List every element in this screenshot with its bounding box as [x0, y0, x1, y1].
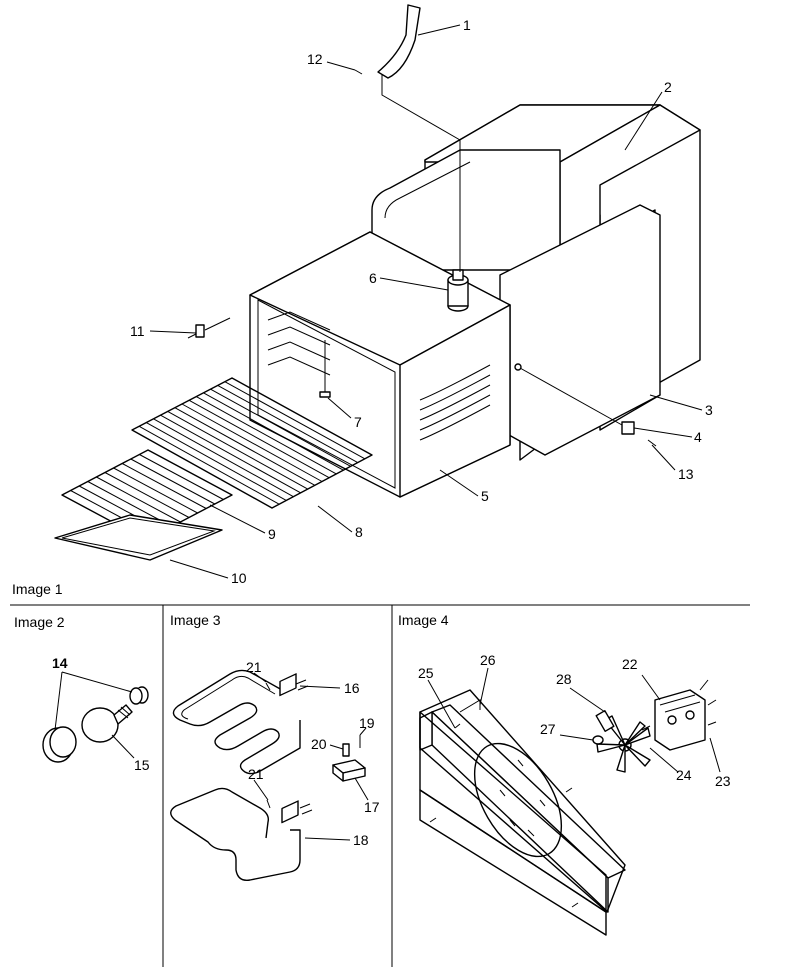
callout-10: 10 — [231, 570, 247, 586]
callout-21-upper: 21 — [246, 659, 262, 675]
callout-13: 13 — [678, 466, 694, 482]
callout-25: 25 — [418, 665, 434, 681]
callout-9: 9 — [268, 526, 276, 542]
image-1-oven-cavity — [54, 4, 701, 561]
callout-16: 16 — [344, 680, 360, 696]
image-1-leader-lines — [149, 24, 703, 579]
image-4-convection-fan-assembly: 25 26 28 27 22 24 23 — [418, 652, 731, 936]
screw-12 — [354, 69, 363, 75]
broil-element — [172, 669, 301, 775]
convection-back-panel — [419, 689, 626, 936]
fan-blade — [596, 715, 651, 773]
fan-nut — [595, 710, 615, 732]
callout-27: 27 — [540, 721, 556, 737]
terminal-block — [332, 759, 366, 782]
shaft-spacer — [592, 735, 604, 745]
callout-2: 2 — [664, 79, 672, 95]
callout-1: 1 — [463, 17, 471, 33]
callout-24: 24 — [676, 767, 692, 783]
callout-21-lower: 21 — [248, 766, 264, 782]
thermostat-bulb-part-1 — [377, 4, 421, 79]
callout-11: 11 — [130, 323, 145, 339]
caption-image-1: Image 1 — [12, 581, 63, 597]
callout-17: 17 — [364, 799, 380, 815]
callout-18: 18 — [353, 832, 369, 848]
callout-6: 6 — [369, 270, 377, 286]
image-1-callouts: 1 2 3 4 5 6 7 8 9 10 11 12 13 — [130, 17, 713, 586]
callout-14: 14 — [52, 655, 68, 671]
oven-rack — [131, 377, 373, 509]
fan-motor — [654, 679, 717, 751]
callout-23: 23 — [715, 773, 731, 789]
callout-7: 7 — [354, 414, 362, 430]
caption-image-3: Image 3 — [170, 612, 221, 628]
callout-22: 22 — [622, 656, 638, 672]
bracket-11 — [187, 317, 231, 339]
callout-4: 4 — [694, 429, 702, 445]
element-bracket-7 — [319, 340, 331, 398]
callout-19: 19 — [359, 715, 375, 731]
oven-liner — [249, 231, 511, 498]
callout-8: 8 — [355, 524, 363, 540]
thermostat-sensor — [447, 269, 469, 312]
caption-image-2: Image 2 — [14, 614, 65, 630]
callout-15: 15 — [134, 757, 150, 773]
callout-5: 5 — [481, 488, 489, 504]
callout-20: 20 — [311, 736, 327, 752]
screw-13 — [647, 439, 657, 447]
callout-26: 26 — [480, 652, 496, 668]
panel-dividers — [10, 604, 750, 967]
callout-28: 28 — [556, 671, 572, 687]
image-2-light-assembly: 14 15 — [42, 655, 150, 773]
clip-20 — [342, 743, 350, 757]
callout-12: 12 — [307, 51, 323, 67]
caption-image-4: Image 4 — [398, 612, 449, 628]
bake-element — [170, 787, 301, 881]
callout-3: 3 — [705, 402, 713, 418]
image-3-heating-elements: 21 16 19 20 17 21 18 — [170, 659, 380, 881]
